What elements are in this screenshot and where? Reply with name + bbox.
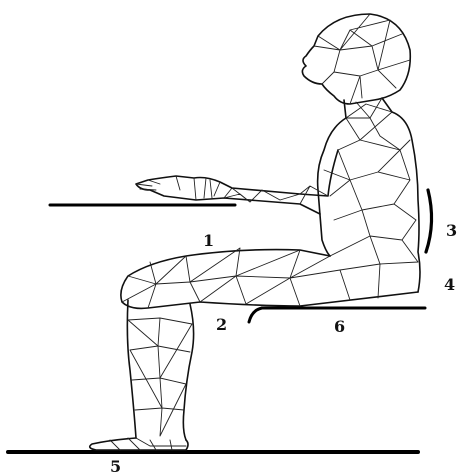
human-wireframe-figure [90, 14, 420, 450]
thigh-outline [121, 250, 418, 309]
seat-front-edge-curve [249, 308, 262, 322]
lower-leg-mesh [128, 318, 192, 436]
thigh-mesh [122, 248, 380, 308]
lower-leg-outline [127, 300, 193, 440]
label-5: 5 [110, 457, 121, 476]
label-6: 6 [334, 317, 345, 336]
label-2: 2 [216, 315, 227, 334]
backrest-curve [426, 190, 432, 252]
torso-mesh [324, 112, 418, 270]
label-4: 4 [444, 275, 455, 294]
label-3: 3 [446, 221, 457, 240]
head-outline [302, 14, 410, 104]
torso-outline [318, 112, 420, 292]
label-1: 1 [203, 231, 214, 250]
